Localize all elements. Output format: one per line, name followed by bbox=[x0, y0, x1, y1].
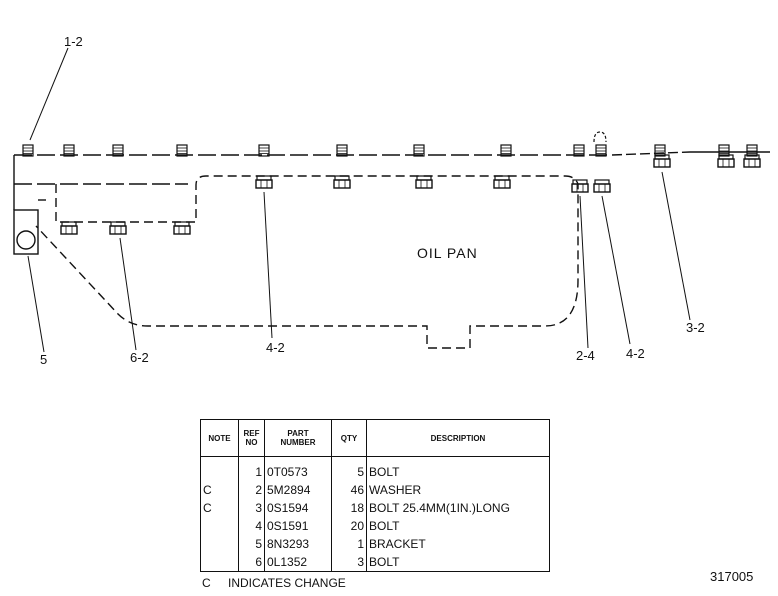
row-part-number: 8N3293 bbox=[264, 535, 332, 553]
row-description: BOLT bbox=[366, 517, 550, 535]
callout-4-2-left: 4-2 bbox=[266, 340, 285, 355]
row-qty: 20 bbox=[331, 517, 367, 535]
row-part-number: 5M2894 bbox=[264, 481, 332, 499]
callout-2-4: 2-4 bbox=[576, 348, 595, 363]
row-qty: 18 bbox=[331, 499, 367, 517]
row-note: C bbox=[200, 481, 239, 499]
figure-id: 317005 bbox=[710, 569, 754, 584]
top-washer-detail bbox=[593, 131, 607, 143]
row-ref-no: 6 bbox=[238, 553, 265, 572]
row-description: WASHER bbox=[366, 481, 550, 499]
footnote-text: INDICATES CHANGE bbox=[228, 576, 346, 590]
row-qty: 1 bbox=[331, 535, 367, 553]
row-qty: 5 bbox=[331, 463, 367, 481]
callout-5: 5 bbox=[40, 352, 47, 367]
row-description: BRACKET bbox=[366, 535, 550, 553]
row-note bbox=[200, 517, 239, 535]
row-part-number: 0L1352 bbox=[264, 553, 332, 572]
pan-flange-rail bbox=[13, 151, 770, 210]
row-ref-no: 1 bbox=[238, 463, 265, 481]
row-ref-no: 3 bbox=[238, 499, 265, 517]
row-part-number: 0S1591 bbox=[264, 517, 332, 535]
row-qty: 46 bbox=[331, 481, 367, 499]
footnote-code: C bbox=[202, 576, 211, 590]
row-description: BOLT bbox=[366, 463, 550, 481]
header-description: DESCRIPTION bbox=[366, 419, 550, 457]
row-note bbox=[200, 535, 239, 553]
row-ref-no: 4 bbox=[238, 517, 265, 535]
callout-leaders bbox=[27, 47, 691, 353]
bracket-part bbox=[13, 199, 46, 255]
callout-3-2: 3-2 bbox=[686, 320, 705, 335]
row-ref-no: 5 bbox=[238, 535, 265, 553]
row-description: BOLT bbox=[366, 553, 550, 572]
oil-pan-diagram: 1-2 5 6-2 4-2 2-4 4-2 3-2 OIL PAN bbox=[13, 34, 770, 367]
row-description: BOLT 25.4MM(1IN.)LONG bbox=[366, 499, 550, 517]
row-note bbox=[200, 553, 239, 572]
oil-pan-sump-outline bbox=[35, 175, 579, 349]
row-note bbox=[200, 463, 239, 481]
footnote: C INDICATES CHANGE bbox=[202, 576, 346, 590]
callout-1-2: 1-2 bbox=[64, 34, 83, 49]
row-qty: 3 bbox=[331, 553, 367, 572]
callout-4-2-right: 4-2 bbox=[626, 346, 645, 361]
row-note: C bbox=[200, 499, 239, 517]
row-part-number: 0S1594 bbox=[264, 499, 332, 517]
oil-pan-label: OIL PAN bbox=[417, 245, 478, 261]
header-qty: QTY bbox=[331, 419, 367, 457]
header-note: NOTE bbox=[200, 419, 239, 457]
row-ref-no: 2 bbox=[238, 481, 265, 499]
row-part-number: 0T0573 bbox=[264, 463, 332, 481]
callout-6-2: 6-2 bbox=[130, 350, 149, 365]
